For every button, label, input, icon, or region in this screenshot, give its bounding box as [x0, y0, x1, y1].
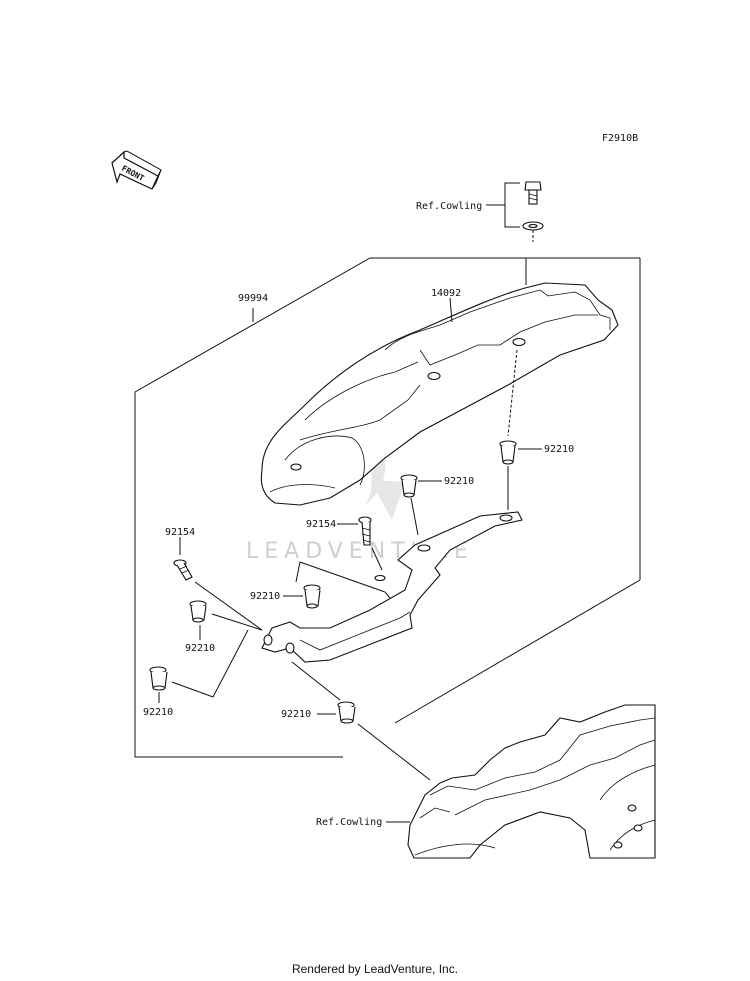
footer-credit: Rendered by LeadVenture, Inc. — [291, 962, 459, 976]
rear-cowling — [407, 704, 656, 859]
collar-left-lower: 92210 — [143, 666, 173, 718]
bracket — [261, 511, 523, 663]
kit-label: 99994 — [238, 293, 268, 304]
collar-right-label: 92210 — [544, 444, 574, 455]
collar-bottom-label: 92210 — [281, 709, 311, 720]
seat-cover-label: 14092 — [431, 288, 461, 299]
collar-mid-label: 92210 — [250, 591, 280, 602]
collar-bottom: 92210 — [281, 701, 356, 724]
ref-cowling-bottom-label: Ref.Cowling — [316, 817, 382, 828]
diagram-code: F2910B — [602, 133, 638, 144]
collar-center-label: 92210 — [444, 476, 474, 487]
ref-cowling-bottom: Ref.Cowling — [316, 817, 410, 828]
bolt-center-label: 92154 — [306, 519, 336, 530]
kit-boundary — [134, 257, 641, 758]
collar-mid: 92210 — [250, 584, 321, 609]
ref-cowling-top-bracket: Ref.Cowling — [416, 182, 520, 228]
collar-left-upper: 92210 — [185, 600, 215, 654]
collar-left-upper-label: 92210 — [185, 643, 215, 654]
bolt-center: 92154 — [306, 516, 372, 546]
seat-cover: 14092 — [260, 282, 619, 506]
top-bolt — [522, 181, 544, 242]
collar-left-lower-label: 92210 — [143, 707, 173, 718]
ref-cowling-top-label: Ref.Cowling — [416, 201, 482, 212]
front-arrow-icon: FRONT — [111, 150, 162, 190]
bolt-left: 92154 — [165, 527, 195, 581]
collar-right: 92210 — [499, 440, 574, 465]
collar-center: 92210 — [400, 474, 474, 498]
bolt-left-label: 92154 — [165, 527, 195, 538]
